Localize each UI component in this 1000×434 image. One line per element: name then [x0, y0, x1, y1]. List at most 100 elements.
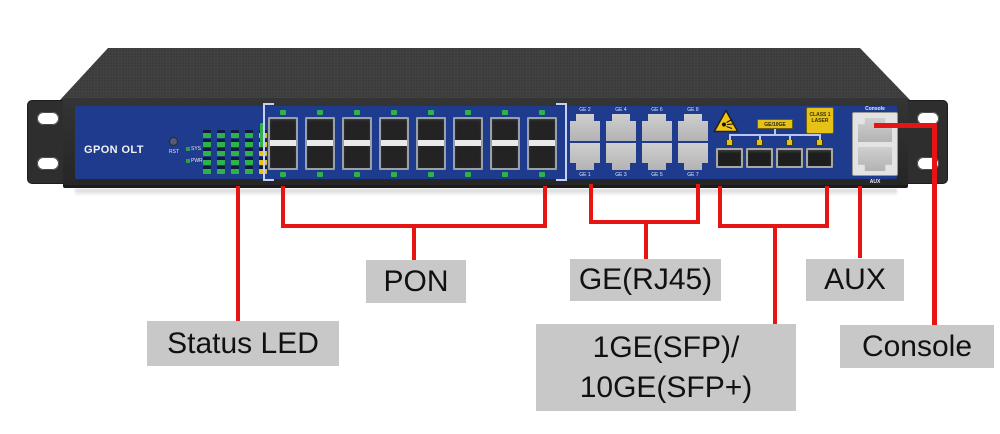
uplink-sfp-cage: [776, 148, 803, 168]
status-led: [203, 139, 211, 147]
status-led: [231, 139, 239, 147]
pon-port-led: [428, 110, 434, 115]
pon-bracket-line-left: [281, 186, 285, 228]
console-callout-line-vert: [932, 123, 937, 325]
laser-class-label: CLASS 1 LASER: [806, 107, 834, 134]
uplink-connector-drop: [789, 134, 791, 140]
pon-port-led: [391, 110, 397, 115]
status-led: [203, 166, 211, 174]
ge-port-label: GE 2: [579, 107, 591, 113]
uplink-connector-drop: [819, 134, 821, 140]
status-led: [231, 148, 239, 156]
uplink-connector-horiz: [729, 134, 821, 136]
pon-port-led: [317, 172, 323, 177]
status-led: [217, 139, 225, 147]
status-led: [203, 148, 211, 156]
chassis-shadow: [75, 189, 897, 196]
status-led: [245, 130, 253, 138]
ge-port-label: GE 8: [687, 107, 699, 113]
mount-hole: [917, 112, 939, 125]
status-led: [231, 166, 239, 174]
pon-sfp-cage: [268, 117, 298, 170]
pon-sfp-cage: [490, 117, 520, 170]
status-led-callout-label: Status LED: [147, 321, 339, 366]
reset-label: RST: [169, 149, 179, 155]
pon-callout-label: PON: [366, 260, 466, 303]
aux-port-caption: AUX: [869, 179, 881, 185]
sfp-callout-label: 1GE(SFP)/ 10GE(SFP+): [536, 324, 796, 411]
laser-warning-icon: [713, 109, 739, 133]
model-label: GPON OLT: [84, 144, 144, 156]
status-led: [231, 130, 239, 138]
uplink-group-label: GE/10GE: [757, 119, 793, 129]
pon-bracket-right: [556, 103, 567, 181]
status-led: [203, 130, 211, 138]
ge-callout-line: [644, 220, 648, 260]
sfp-callout-line2: 10GE(SFP+): [579, 370, 753, 404]
pon-group-marker: [260, 123, 265, 147]
pon-port-led: [280, 172, 286, 177]
status-led: [231, 157, 239, 165]
status-led: [245, 166, 253, 174]
ge-port-label: GE 1: [579, 172, 591, 178]
ge-bracket-line-left: [589, 184, 593, 224]
ge-port-label: GE 5: [651, 172, 663, 178]
status-led: [217, 157, 225, 165]
status-led: [245, 157, 253, 165]
pon-port-led: [280, 110, 286, 115]
uplink-sfp-cage: [806, 148, 833, 168]
console-port-caption: Console: [865, 106, 885, 112]
ge-port-label: GE 4: [615, 107, 627, 113]
pon-sfp-cage: [305, 117, 335, 170]
chassis-top-face: [60, 48, 910, 100]
pon-bracket-left: [263, 103, 274, 181]
pwr-label: PWR: [191, 158, 203, 164]
status-led: [203, 157, 211, 165]
reset-button: [169, 137, 178, 146]
pon-port-led: [539, 172, 545, 177]
pon-bracket-line-right: [543, 186, 547, 228]
mount-hole: [37, 157, 59, 170]
status-led: [217, 148, 225, 156]
aux-callout-label: AUX: [806, 259, 904, 301]
status-led: [217, 130, 225, 138]
pon-sfp-cage: [416, 117, 446, 170]
sfp-callout-line1: 1GE(SFP)/: [592, 330, 740, 364]
status-led: [245, 148, 253, 156]
pon-sfp-cage: [527, 117, 557, 170]
pon-sfp-cage: [379, 117, 409, 170]
pon-port-led: [539, 110, 545, 115]
pwr-led-row: PWR: [186, 158, 203, 164]
uplink-port-tag: [756, 139, 763, 146]
pon-sfp-cage: [342, 117, 372, 170]
pon-callout-line: [412, 224, 416, 261]
pon-port-led: [354, 172, 360, 177]
uplink-port-tag: [726, 139, 733, 146]
console-callout-line-horiz: [874, 123, 937, 128]
status-led: [217, 166, 225, 174]
pon-port-led: [428, 172, 434, 177]
uplink-connector-drop: [759, 134, 761, 140]
ge-port-label: GE 7: [687, 172, 699, 178]
front-panel: [75, 106, 897, 179]
uplink-connector-stem: [774, 129, 776, 135]
uplink-connector-drop: [729, 134, 731, 140]
sys-label: SYS: [191, 146, 202, 152]
pwr-led: [186, 158, 190, 163]
uplink-sfp-cage: [746, 148, 773, 168]
sfp-bracket-line-right: [825, 186, 829, 228]
pon-port-led: [502, 172, 508, 177]
pon-port-led: [354, 110, 360, 115]
ge-port-label: GE 3: [615, 172, 627, 178]
ge-callout-label: GE(RJ45): [570, 259, 721, 301]
pon-port-led: [465, 110, 471, 115]
ge-bracket-line-right: [696, 184, 700, 224]
sfp-bracket-line-left: [718, 186, 722, 228]
sys-led: [186, 146, 190, 151]
right-rack-ear: [904, 100, 948, 184]
console-callout-label: Console: [840, 325, 994, 368]
status-led-callout-line: [236, 186, 240, 322]
sys-led-row: SYS: [186, 146, 201, 152]
pon-port-led: [465, 172, 471, 177]
